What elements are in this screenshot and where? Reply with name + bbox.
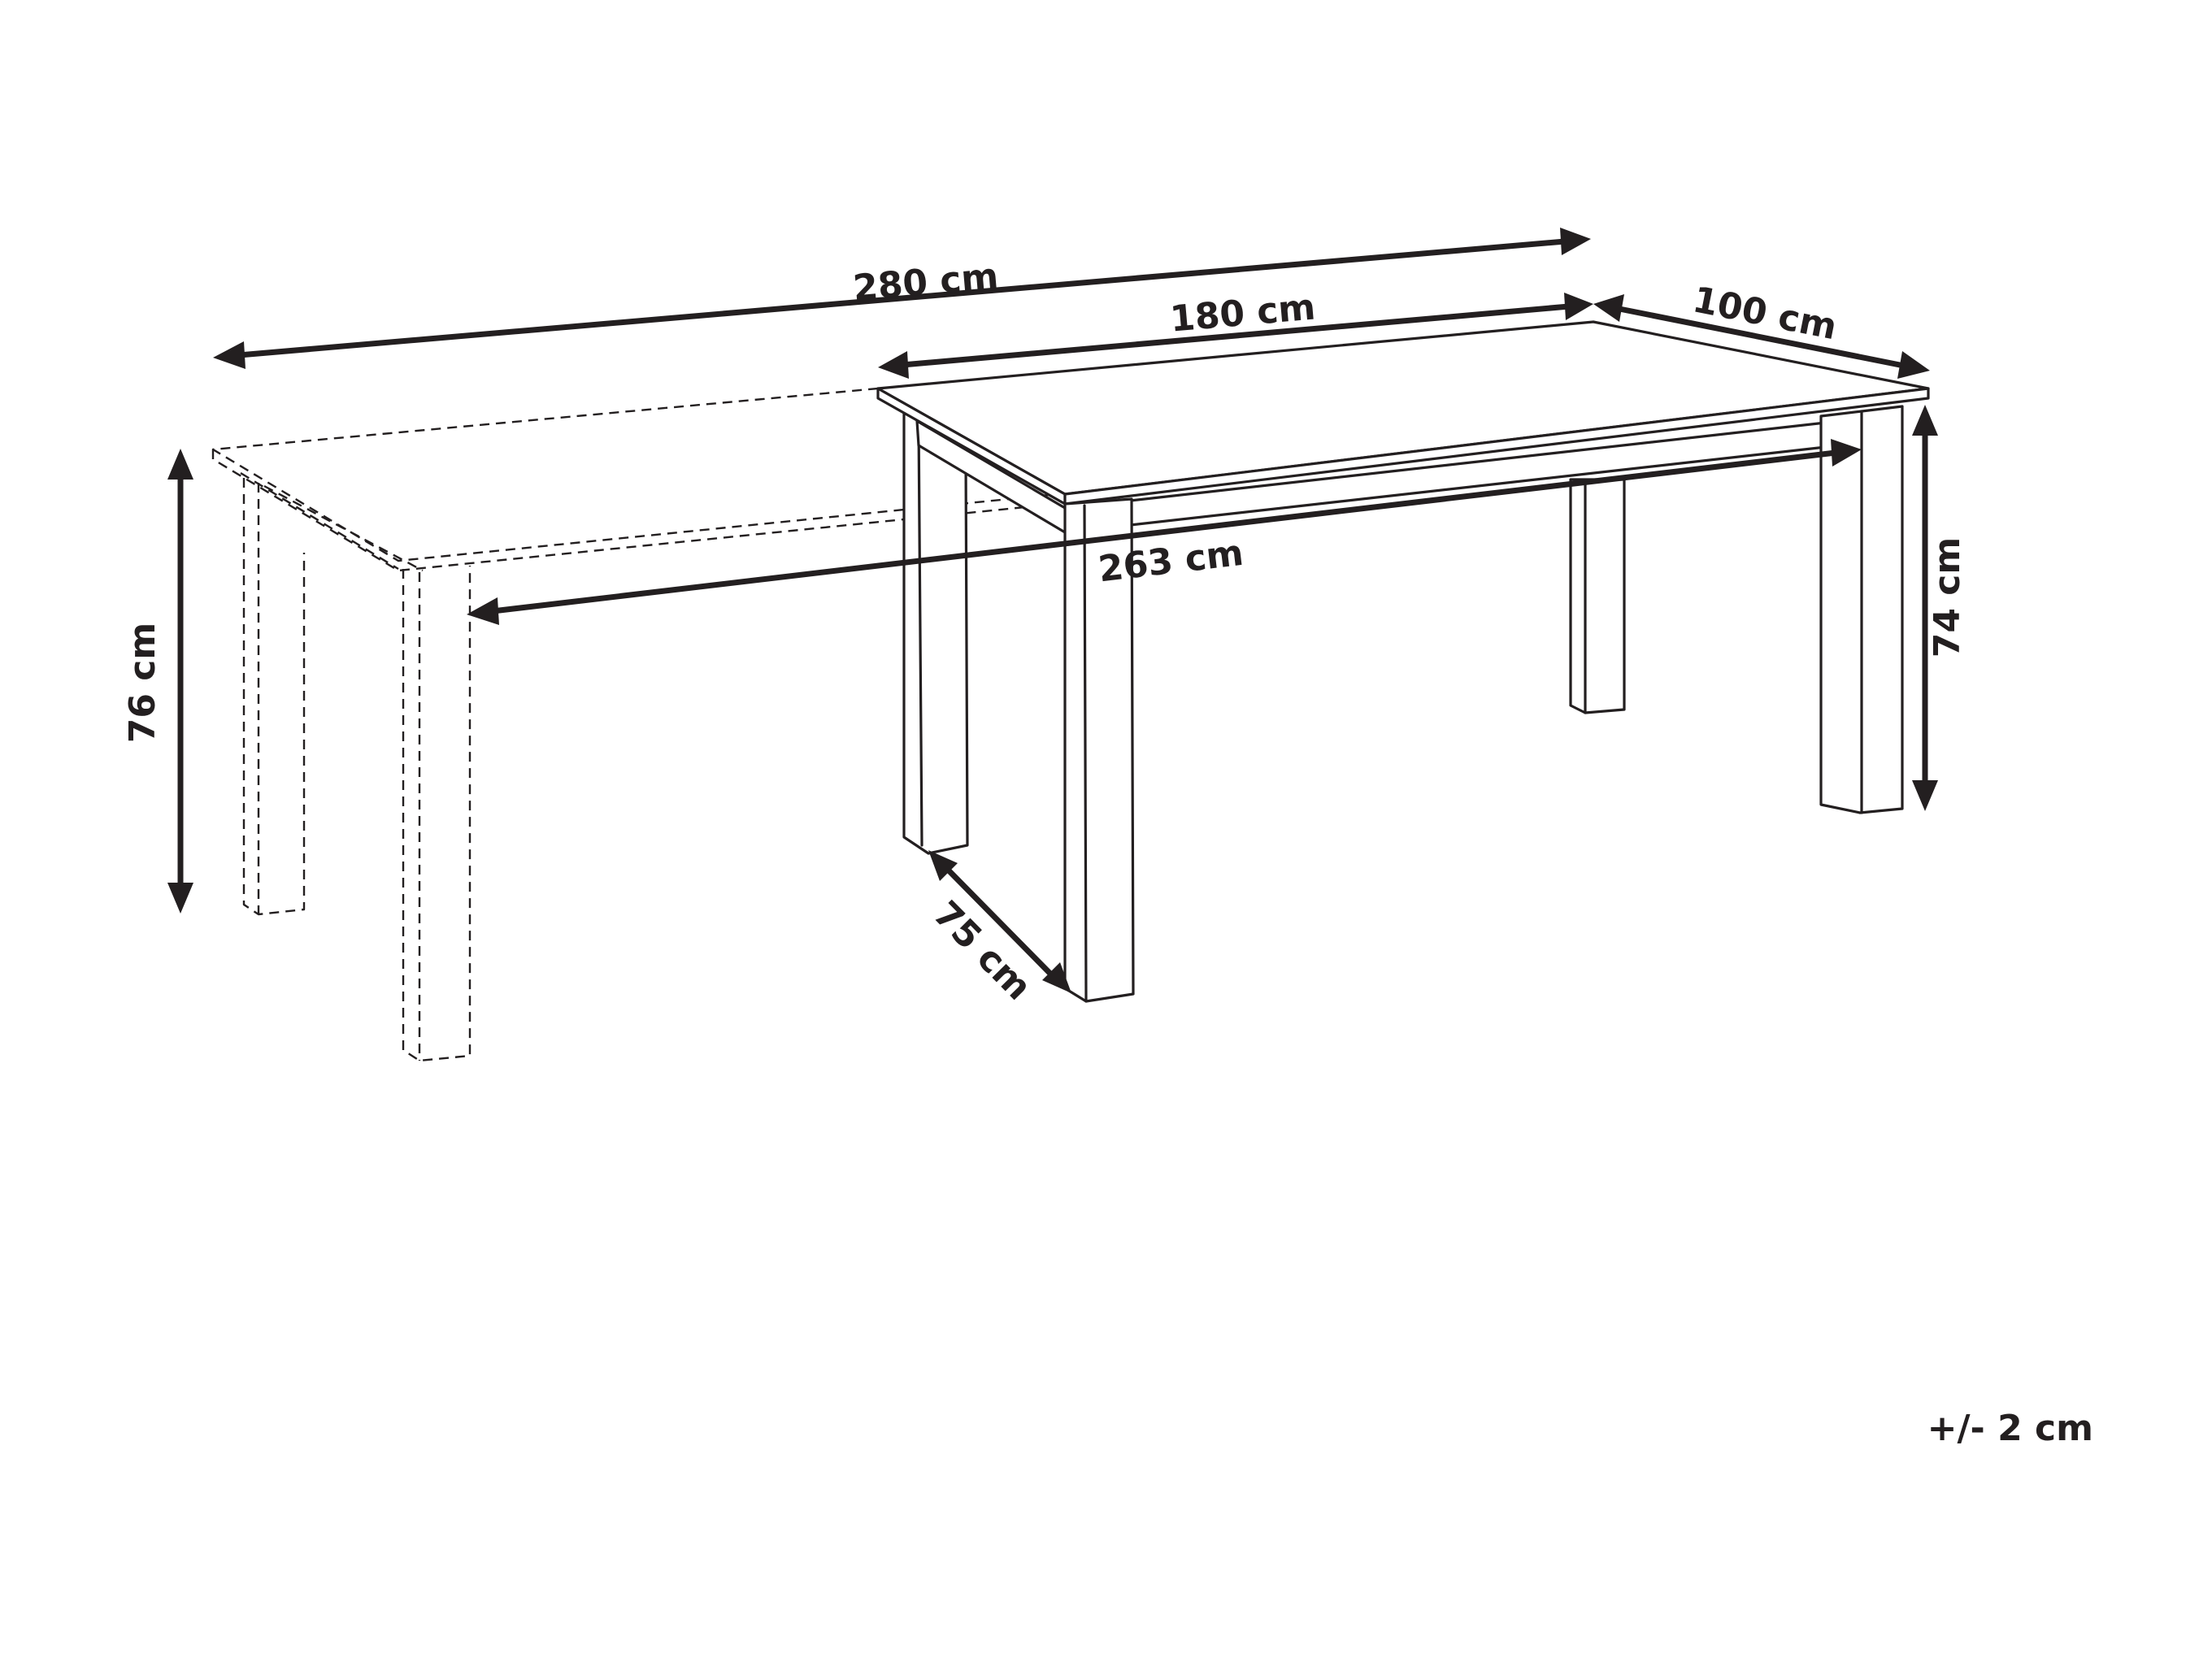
label-74: 74 cm [1927,537,1968,658]
tolerance-note: +/- 2 cm [1927,1408,2093,1449]
dimension-arrows [167,228,1938,993]
label-76: 76 cm [122,623,163,743]
label-75: 75 cm [925,893,1040,1009]
extension-outline [211,387,1058,1062]
label-280: 280 cm [851,255,1000,309]
table-drawing [876,320,1930,1003]
